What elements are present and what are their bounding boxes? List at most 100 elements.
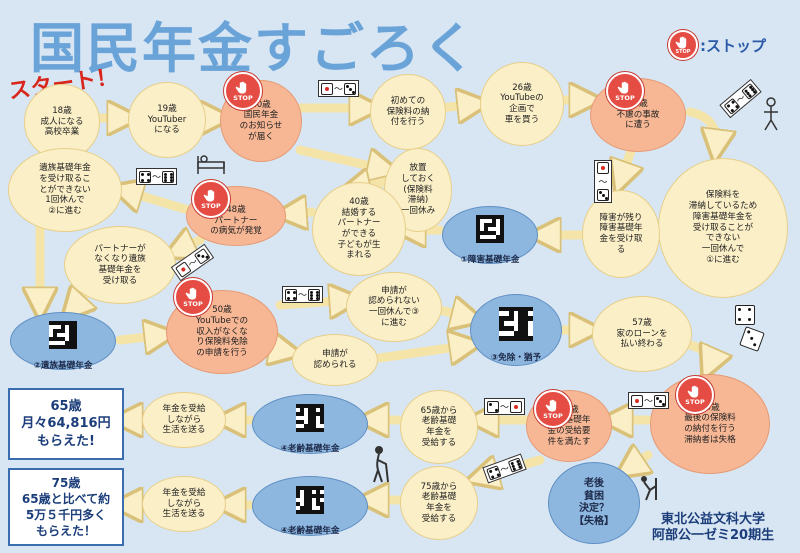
node-label: ④老齢基礎年金	[280, 526, 340, 537]
node-label: 年金を受給 しながら 生活を送る	[162, 403, 206, 436]
arrow-35-disab	[620, 143, 632, 182]
arrow-35-unpaid	[685, 107, 716, 150]
arrow-48-noSurv	[122, 190, 193, 215]
node-disability-remains: 障害が残り 障害基礎年 金を受け取 る	[582, 190, 660, 278]
node-label: 申請が 認められる	[313, 349, 357, 370]
arrow-50-app	[280, 350, 290, 352]
stop-hand-icon: STOP	[606, 72, 644, 110]
organization-credit: 東北公益文科大学 阿部公一ゼミ20期生	[652, 512, 775, 544]
node-age18: 18歳 成人になる 高校卒業	[24, 84, 100, 160]
node-label: 65歳から 老齢基礎 年金を 受給する	[420, 405, 458, 448]
node-label: 遺族基礎年金 を受け取るこ とができない 1回休んで ②に進む	[39, 163, 91, 217]
stop-hand-icon: STOP	[534, 390, 572, 428]
node-label: 障害が残り 障害基礎年 金を受け取 る	[599, 212, 643, 255]
qr-code-icon	[49, 320, 77, 349]
arrow-48-partner	[175, 240, 205, 252]
node-label: ③免除・猶予	[490, 353, 542, 364]
node-label: 20歳 国民年金 のお知らせ が届く	[239, 99, 283, 142]
node-old-age-1: ④老齢基礎年金	[252, 394, 368, 454]
node-label: 75歳から 老齢基礎 年金を 受給する	[420, 481, 458, 524]
arrow-surv-50	[115, 335, 165, 340]
node-label: 初めての 保険料の納 付を行う	[386, 95, 430, 128]
node-label: 19歳 YouTuber になる	[147, 103, 187, 136]
node-label: 老後 貧困 決定？ 【失格】	[574, 478, 614, 527]
node-label: 年金を受給 しながら 生活を送る	[162, 487, 206, 520]
stop-text: STOP	[183, 300, 203, 309]
node-label: 57歳 家のローンを 払い終わる	[616, 317, 668, 350]
node-at65-receive: 65歳から 老齢基礎 年金を 受給する	[400, 390, 478, 464]
node-neglect: 放置 しておく (保険料 滞納) 一回休み	[384, 148, 452, 232]
node-age57: 57歳 家のローンを 払い終わる	[592, 296, 692, 372]
node-age20: 20歳 国民年金 のお知らせ が届く	[220, 80, 302, 162]
result-box-65: 65歳 月々64,816円 もらえた!	[8, 388, 124, 460]
dice-1-to-3-icon: 〜	[484, 398, 526, 415]
result-75-text: 75歳 65歳と比べて約 5万５千円多く もらえた！	[21, 475, 111, 539]
dice-4-to-6-icon: 〜	[282, 286, 324, 303]
node-old-age-2: ④老齢基礎年金	[252, 476, 368, 536]
node-poverty: 老後 貧困 決定？ 【失格】	[548, 462, 640, 544]
node-label: 18歳 成人になる 高校卒業	[40, 105, 84, 138]
stop-text: STOP	[233, 94, 253, 103]
stop-hand-icon: STOP	[676, 376, 714, 414]
node-label: 放置 しておく (保険料 滞納) 一回休み	[400, 163, 436, 217]
node-survivor-pension: ②遺族基礎年金	[10, 312, 116, 372]
node-partner-dies: パートナーが なくなり遺族 基礎年金を 受け取る	[64, 226, 176, 304]
node-age40: 40歳 結婚する パートナー ができる 子どもが生 まれる	[312, 182, 406, 276]
stop-legend: STOP :ストップ	[668, 30, 766, 60]
elderly-person-icon	[373, 446, 389, 483]
qr-code-icon	[296, 485, 324, 514]
node-first-payment: 初めての 保険料の納 付を行う	[370, 74, 446, 150]
node-label: 申請が 認められない 一回休んで③ に進む	[368, 285, 420, 328]
node-approved: 申請が 認められる	[292, 334, 378, 386]
node-label: ④老齢基礎年金	[280, 444, 340, 455]
arrow-57-59	[685, 340, 710, 368]
node-label: ①障害基礎年金	[460, 255, 520, 266]
node-not-approved: 申請が 認められない 一回休んで③ に進む	[346, 272, 442, 342]
dice-1-to-3-icon: 〜	[594, 160, 612, 203]
node-live2: 年金を受給 しながら 生活を送る	[142, 476, 226, 532]
arrow-40-48	[286, 212, 317, 214]
arrow-59-poverty	[626, 455, 648, 470]
stop-hand-icon: STOP	[224, 72, 262, 110]
arrow-first-26	[435, 104, 478, 108]
result-65-text: 65歳 月々64,816円 もらえた!	[21, 398, 111, 449]
injured-person-icon	[764, 97, 778, 131]
page-title: 国民年金すごろく	[30, 17, 478, 80]
node-label: パートナーが なくなり遺族 基礎年金を 受け取る	[94, 243, 146, 286]
node-label: 48歳 パートナー の病気が発覚	[210, 204, 262, 237]
stop-text: STOP	[615, 94, 635, 103]
node-no-survivor: 遺族基礎年金 を受け取るこ とができない 1回休んで ②に進む	[8, 148, 122, 232]
dice-1-to-3-icon: 〜	[318, 80, 360, 97]
legend-text: :ストップ	[700, 36, 766, 55]
node-label: ②遺族基礎年金	[33, 361, 93, 372]
stop-text: STOP	[685, 398, 705, 407]
pushing-person-icon	[641, 476, 657, 501]
stop-text: STOP	[543, 412, 563, 421]
stop-hand-icon: STOP	[192, 180, 230, 218]
node-age26: 26歳 YouTubeの 企画で 車を買う	[480, 62, 564, 146]
result-box-75: 75歳 65歳と比べて約 5万５千円多く もらえた！	[8, 468, 124, 546]
node-label: 40歳 結婚する パートナー ができる 子どもが生 まれる	[337, 196, 381, 261]
stop-hand-icon: STOP	[174, 278, 212, 316]
node-label: 保険料を 滞納しているため 障害基礎年金を 受け取ることが できない 一回休んで…	[688, 190, 758, 265]
node-label: 59歳 最後の保険料 の納付を行う 滞納者は失格	[684, 402, 736, 445]
arrow-20-neglect	[295, 145, 388, 170]
node-label: 26歳 YouTubeの 企画で 車を買う	[500, 82, 544, 125]
dice-1-to-3-icon: 〜	[628, 392, 670, 409]
stop-hand-icon: STOP	[668, 30, 698, 60]
stop-text: STOP	[201, 202, 221, 211]
node-exemption: ③免除・猶予	[470, 294, 562, 366]
dice-4-to-6-icon: 〜	[136, 168, 178, 185]
qr-code-icon	[296, 403, 324, 432]
node-live1: 年金を受給 しながら 生活を送る	[142, 392, 226, 448]
node-disability-pension: ①障害基礎年金	[442, 206, 538, 266]
node-unpaid-disability: 保険料を 滞納しているため 障害基礎年金を 受け取ることが できない 一回休んで…	[658, 158, 788, 298]
hospital-bed-icon	[197, 155, 225, 174]
node-label: 50歳 YouTubeでの 収入がなくな り保険料免除 の申請を行う	[195, 305, 249, 359]
arrow-notApp-ex	[435, 310, 472, 318]
qr-code-icon	[499, 306, 533, 341]
large-dice-icon	[726, 304, 765, 352]
legend-stop-badge: STOP	[675, 49, 691, 55]
qr-code-icon	[476, 214, 504, 243]
